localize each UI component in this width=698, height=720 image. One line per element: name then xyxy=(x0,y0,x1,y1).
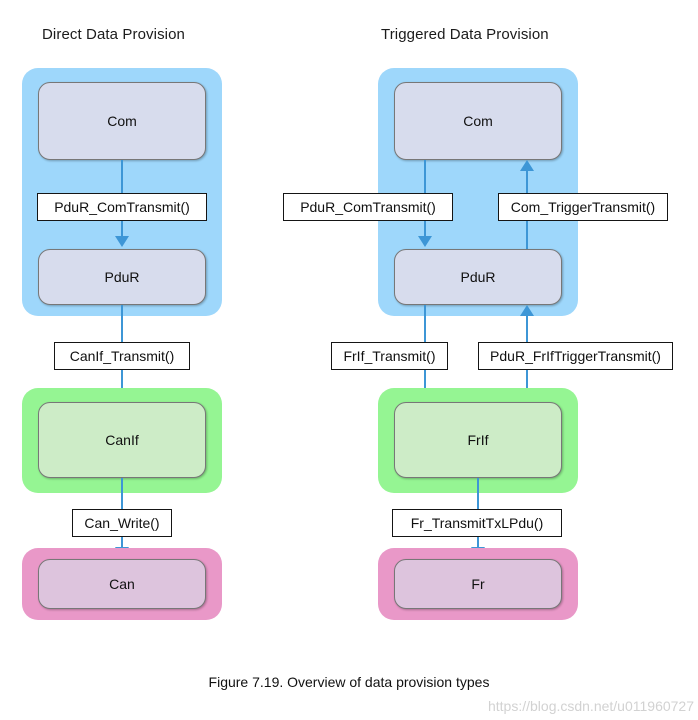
module-label: Com xyxy=(463,113,493,129)
module-fr[interactable]: Fr xyxy=(394,559,562,609)
call-label-canif-transmit[interactable]: CanIf_Transmit() xyxy=(54,342,190,370)
module-pdur-triggered[interactable]: PduR xyxy=(394,249,562,305)
arrowhead-down-icon xyxy=(418,236,432,247)
module-label: PduR xyxy=(104,269,140,285)
call-label-pdur-friftriggertransmit[interactable]: PduR_FrIfTriggerTransmit() xyxy=(478,342,673,370)
call-label-frif-transmit[interactable]: FrIf_Transmit() xyxy=(331,342,448,370)
column-heading-triggered: Triggered Data Provision xyxy=(381,26,549,43)
module-label: CanIf xyxy=(105,432,139,448)
module-label: PduR xyxy=(460,269,496,285)
watermark: https://blog.csdn.net/u011960727 xyxy=(487,698,694,714)
call-label-can-write[interactable]: Can_Write() xyxy=(72,509,172,537)
module-label: FrIf xyxy=(467,432,489,448)
call-label-pdur-comtransmit-triggered[interactable]: PduR_ComTransmit() xyxy=(283,193,453,221)
column-heading-direct: Direct Data Provision xyxy=(42,26,185,43)
module-frif[interactable]: FrIf xyxy=(394,402,562,478)
module-label: Com xyxy=(107,113,137,129)
call-label-pdur-comtransmit-direct[interactable]: PduR_ComTransmit() xyxy=(37,193,207,221)
module-canif[interactable]: CanIf xyxy=(38,402,206,478)
module-label: Can xyxy=(109,576,135,592)
module-can[interactable]: Can xyxy=(38,559,206,609)
call-label-fr-transmittxlpdu[interactable]: Fr_TransmitTxLPdu() xyxy=(392,509,562,537)
arrowhead-up-icon xyxy=(520,305,534,316)
call-label-com-triggertransmit[interactable]: Com_TriggerTransmit() xyxy=(498,193,668,221)
module-pdur-direct[interactable]: PduR xyxy=(38,249,206,305)
module-com-triggered[interactable]: Com xyxy=(394,82,562,160)
arrowhead-down-icon xyxy=(115,236,129,247)
arrowhead-up-icon xyxy=(520,160,534,171)
module-com-direct[interactable]: Com xyxy=(38,82,206,160)
figure-caption: Figure 7.19. Overview of data provision … xyxy=(208,674,490,690)
module-label: Fr xyxy=(471,576,485,592)
